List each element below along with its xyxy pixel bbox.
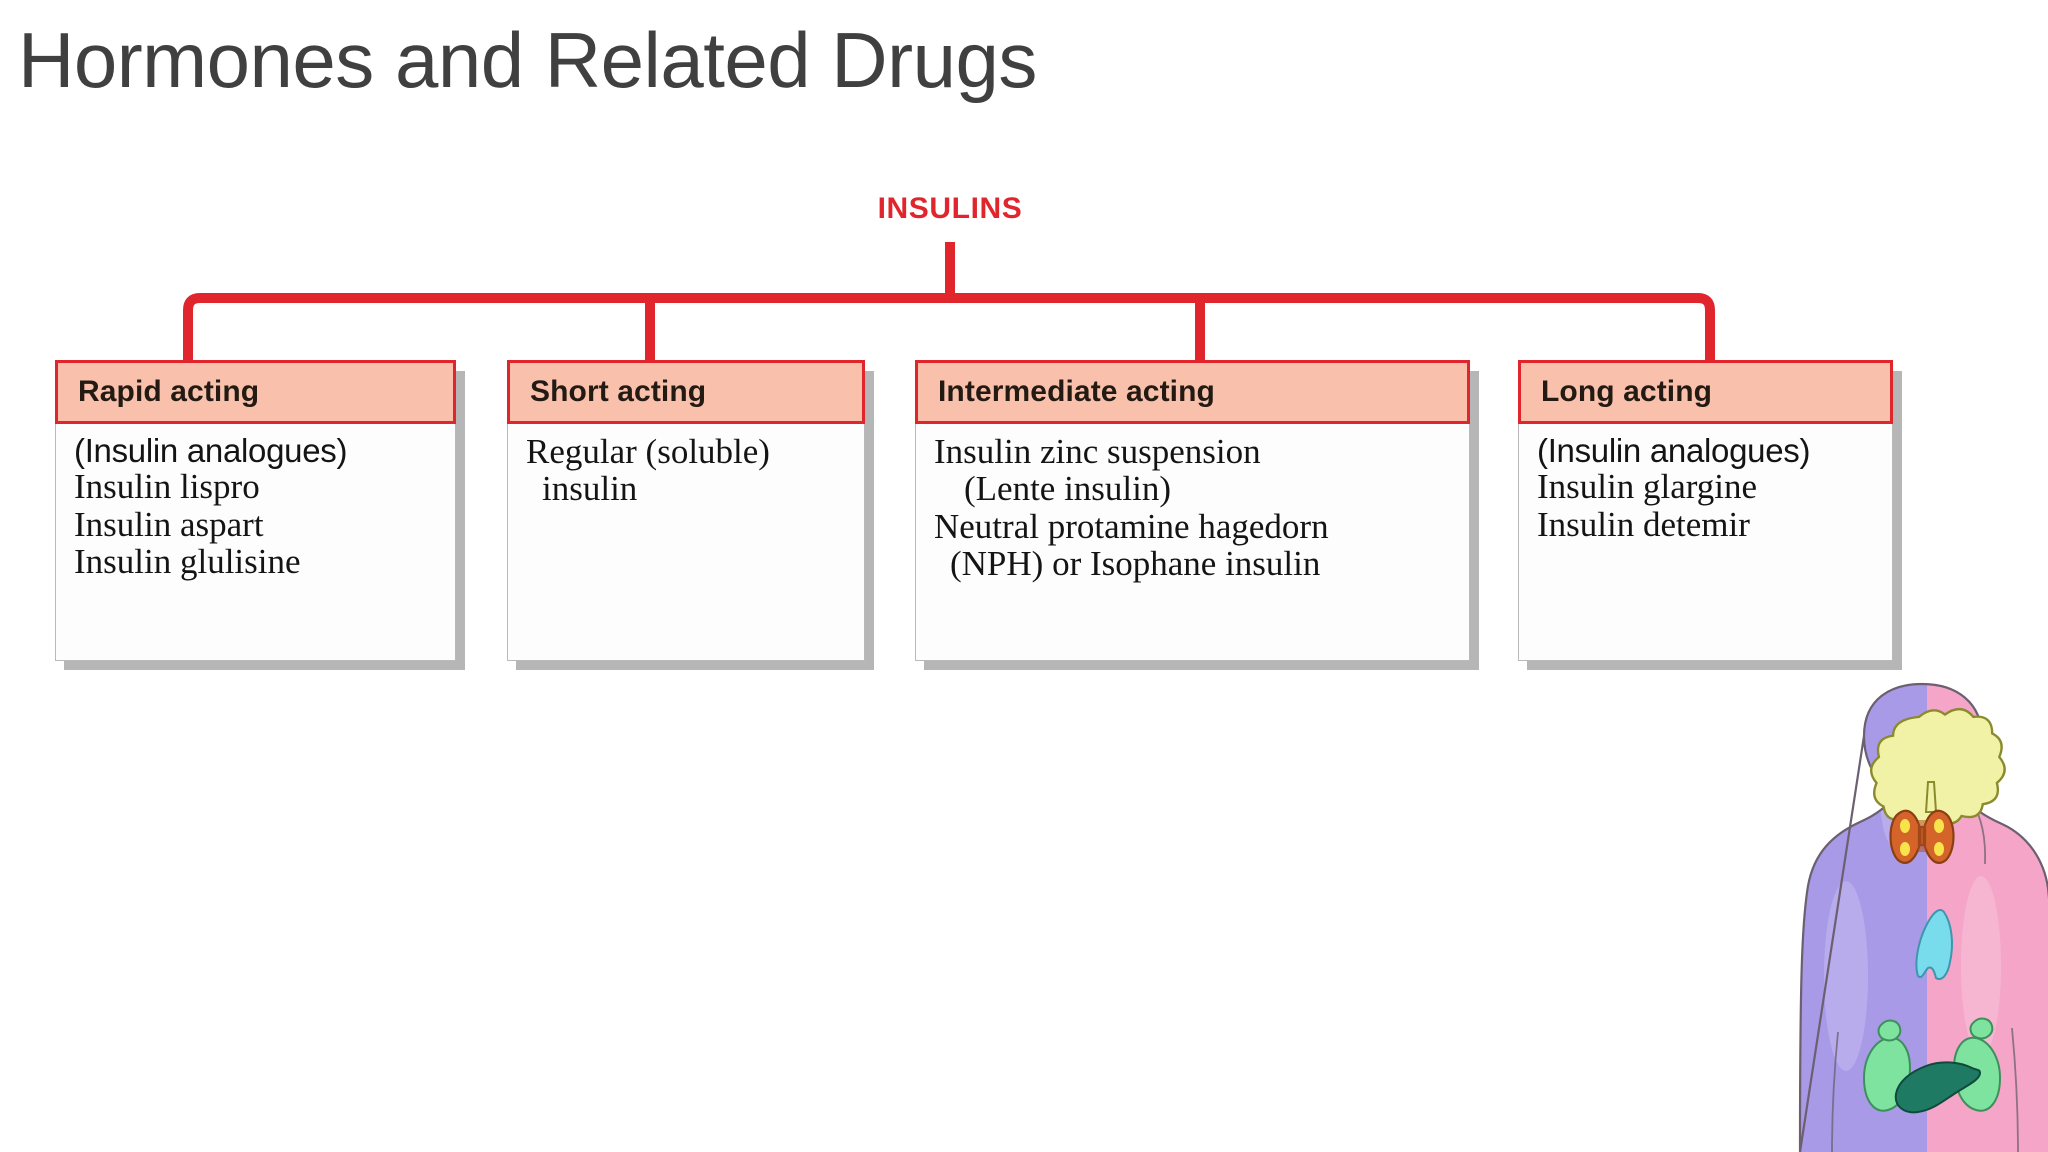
category-header-long-acting: Long acting: [1518, 360, 1893, 424]
adrenal-right-icon: [1969, 1017, 1994, 1040]
thyroid-icon: [1889, 809, 1955, 864]
list-item: insulin: [542, 469, 638, 509]
list-item: (NPH) or Isophane insulin: [950, 544, 1321, 584]
thymus-icon: [1915, 908, 1953, 980]
category-box-long-acting[interactable]: Long acting (Insulin analogues) Insulin …: [1518, 360, 1902, 670]
category-box-short-acting[interactable]: Short acting Regular (soluble) insulin: [507, 360, 874, 670]
category-body-intermediate-acting: Insulin zinc suspension (Lente insulin) …: [916, 424, 1469, 660]
diagram-root-label: INSULINS: [877, 192, 1023, 225]
category-box-intermediate-acting[interactable]: Intermediate acting Insulin zinc suspens…: [915, 360, 1479, 670]
list-item: (Lente insulin): [964, 469, 1172, 509]
page-title: Hormones and Related Drugs: [18, 16, 1037, 104]
list-item: Insulin glargine: [1537, 467, 1758, 507]
category-body-short-acting: Regular (soluble) insulin: [508, 424, 864, 660]
list-item: Insulin detemir: [1537, 504, 1750, 544]
pancreas-icon: [1894, 1061, 1982, 1114]
category-box-rapid-acting[interactable]: Rapid acting (Insulin analogues) Insulin…: [55, 360, 465, 670]
list-item: Neutral protamine hagedorn: [934, 506, 1329, 546]
list-item: (Insulin analogues): [74, 432, 348, 469]
list-item: Insulin zinc suspension: [934, 432, 1261, 471]
list-item: Insulin glulisine: [74, 542, 301, 582]
brain-stem: [1924, 781, 1938, 813]
list-item: Insulin lispro: [74, 467, 260, 507]
category-header-intermediate-acting: Intermediate acting: [915, 360, 1470, 424]
category-header-short-acting: Short acting: [507, 360, 865, 424]
connector-bus: [183, 293, 1715, 360]
list-item: Insulin aspart: [74, 504, 264, 544]
list-item: Regular (soluble): [526, 432, 770, 471]
category-body-long-acting: (Insulin analogues) Insulin glargine Ins…: [1519, 424, 1892, 660]
category-body-rapid-acting: (Insulin analogues) Insulin lispro Insul…: [56, 424, 455, 660]
category-header-rapid-acting: Rapid acting: [55, 360, 456, 424]
list-item: (Insulin analogues): [1537, 432, 1811, 469]
adrenal-left-icon: [1877, 1019, 1902, 1042]
endocrine-body-figure-icon: [1776, 676, 2048, 1152]
